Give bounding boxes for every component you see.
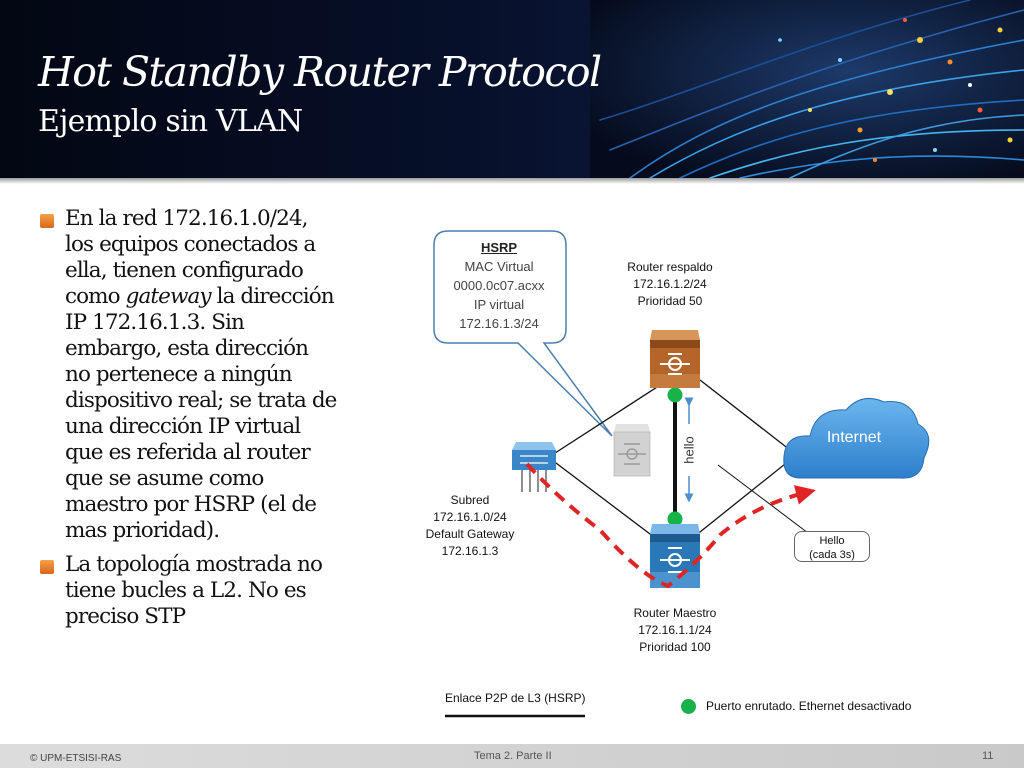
routed-port-backup (667, 387, 683, 403)
slide-header: Hot Standby Router Protocol Ejemplo sin … (0, 0, 1024, 178)
legend-routed-port-icon (681, 699, 696, 714)
internet-label: Internet (826, 429, 882, 446)
bullet-item: La topología mostrada no tiene bucles a … (38, 552, 338, 630)
router-master-label: Router Maestro 172.16.1.1/24 Prioridad 1… (633, 606, 717, 654)
bullet-text: En la red 172.16.1.0/24, los equipos con… (65, 206, 337, 543)
router-backup-label: Router respaldo 172.16.1.2/24 Prioridad … (627, 260, 713, 308)
link-hello-pointer (717, 464, 813, 537)
bullet-marker-icon (40, 560, 54, 574)
bullet-list: En la red 172.16.1.0/24, los equipos con… (38, 206, 338, 638)
subnet-label: Subred 172.16.1.0/24 Default Gateway 172… (425, 493, 515, 558)
internet-cloud-icon (783, 397, 930, 479)
callout-title: HSRP (480, 240, 518, 255)
bullet-item: En la red 172.16.1.0/24, los equipos con… (38, 206, 338, 544)
fiber-optic-image (590, 0, 1024, 178)
callout-line: IP virtual (473, 297, 525, 312)
router-master-icon (650, 524, 700, 588)
hello-badge: Hello (cada 3s) (794, 531, 870, 562)
slide-title: Hot Standby Router Protocol (38, 48, 602, 96)
page-number: 11 (982, 750, 994, 762)
callout-line: MAC Virtual (464, 259, 534, 274)
footer-topic: Tema 2. Parte II (474, 750, 552, 762)
hello-vertical-label: hello (681, 424, 697, 476)
hsrp-callout-bubble (433, 230, 613, 437)
callout-line: 0000.0c07.acxx (453, 278, 545, 293)
legend-p2p-label: Enlace P2P de L3 (HSRP) (445, 691, 586, 705)
bullet-text: La topología mostrada no tiene bucles a … (65, 552, 323, 629)
hsrp-callout: HSRP MAC Virtual 0000.0c07.acxx IP virtu… (434, 238, 564, 333)
slide-subtitle: Ejemplo sin VLAN (38, 104, 303, 139)
lan-switch-icon (512, 442, 556, 492)
traffic-path-arrow (525, 462, 816, 589)
footer-bar (0, 744, 1024, 768)
link-switch-master (551, 459, 659, 541)
legend-routed-port-label: Puerto enrutado. Ethernet desactivado (706, 699, 912, 713)
routed-port-master (667, 511, 683, 527)
network-links (551, 379, 813, 541)
link-master-internet (689, 459, 791, 541)
bullet-emphasis: gateway (125, 284, 212, 309)
link-switch-backup (551, 379, 669, 456)
bullet-marker-icon (40, 214, 54, 228)
header-shadow (0, 178, 1024, 184)
footer-copyright: © UPM-ETSISI-RAS (30, 753, 122, 764)
callout-line: 172.16.1.3/24 (459, 316, 539, 331)
router-backup-icon (650, 330, 700, 388)
link-backup-internet (699, 379, 791, 451)
virtual-router-icon (613, 424, 651, 477)
